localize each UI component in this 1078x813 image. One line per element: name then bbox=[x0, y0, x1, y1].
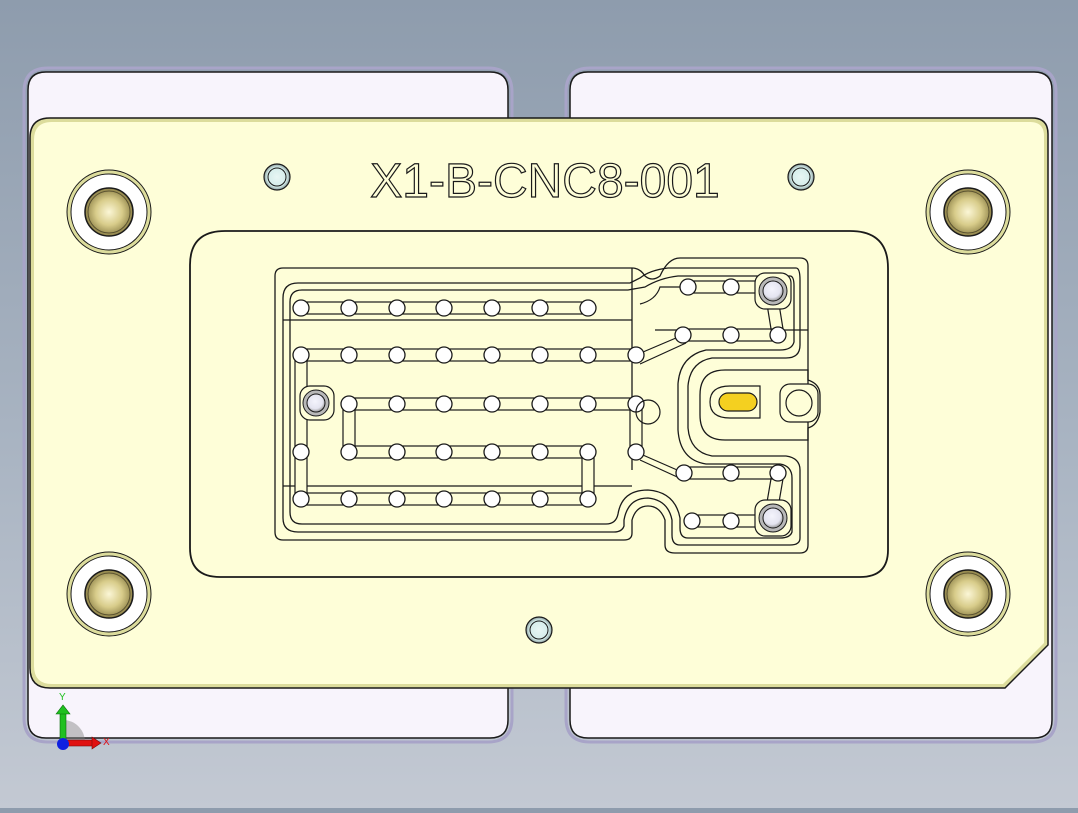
test-pin bbox=[722, 464, 740, 482]
test-pin bbox=[388, 346, 406, 364]
test-pin bbox=[435, 299, 453, 317]
test-pin bbox=[531, 299, 549, 317]
part-number-label: X1-B-CNC8-001 bbox=[370, 155, 719, 208]
test-pin bbox=[627, 443, 645, 461]
test-pin bbox=[579, 490, 597, 508]
test-pin bbox=[483, 299, 501, 317]
test-pin bbox=[531, 490, 549, 508]
test-pin bbox=[483, 443, 501, 461]
bushing-icon bbox=[925, 169, 1011, 255]
axis-x-label: X bbox=[103, 737, 110, 748]
test-pin bbox=[388, 490, 406, 508]
test-pin bbox=[531, 395, 549, 413]
test-pin bbox=[435, 395, 453, 413]
bushing-icon bbox=[66, 551, 152, 637]
bushing-icon bbox=[66, 169, 152, 255]
test-pin bbox=[531, 443, 549, 461]
dowel-pin-icon bbox=[525, 616, 553, 644]
test-pin bbox=[340, 395, 358, 413]
test-pin bbox=[674, 326, 692, 344]
test-pin bbox=[340, 490, 358, 508]
test-pin bbox=[340, 346, 358, 364]
test-pin bbox=[531, 346, 549, 364]
test-pin bbox=[340, 299, 358, 317]
bushing-icon bbox=[925, 551, 1011, 637]
test-pin bbox=[769, 464, 787, 482]
cavity-outline bbox=[274, 257, 821, 554]
test-pin bbox=[388, 443, 406, 461]
probe-socket-icon bbox=[299, 385, 335, 421]
pocket-outline bbox=[189, 230, 889, 578]
test-pin bbox=[483, 346, 501, 364]
test-pin bbox=[292, 443, 310, 461]
probe-socket-icon bbox=[754, 499, 792, 537]
test-pin bbox=[292, 490, 310, 508]
test-pin bbox=[435, 443, 453, 461]
test-pin bbox=[435, 490, 453, 508]
test-pin bbox=[483, 395, 501, 413]
test-pins bbox=[292, 278, 787, 530]
test-pin bbox=[388, 395, 406, 413]
probe-socket-icon bbox=[754, 272, 792, 310]
locating-hole-icon bbox=[779, 383, 819, 423]
axis-triad[interactable]: Y X bbox=[55, 692, 110, 750]
dowel-pin-icon bbox=[263, 163, 291, 191]
dowel-pin-icon bbox=[787, 163, 815, 191]
test-pin bbox=[579, 395, 597, 413]
test-pin bbox=[683, 512, 701, 530]
test-pin bbox=[675, 464, 693, 482]
test-pin bbox=[627, 346, 645, 364]
test-pin bbox=[340, 443, 358, 461]
test-pin bbox=[679, 278, 697, 296]
gold-contact-pad bbox=[709, 385, 761, 419]
test-pin bbox=[483, 490, 501, 508]
test-pin bbox=[388, 299, 406, 317]
test-pin bbox=[722, 512, 740, 530]
test-pin bbox=[579, 299, 597, 317]
test-pin bbox=[579, 443, 597, 461]
test-pin bbox=[435, 346, 453, 364]
test-pin bbox=[292, 299, 310, 317]
test-pin bbox=[722, 278, 740, 296]
test-pin bbox=[722, 326, 740, 344]
test-pin bbox=[769, 326, 787, 344]
axis-y-label: Y bbox=[59, 692, 66, 703]
test-pin bbox=[292, 346, 310, 364]
test-pin bbox=[579, 346, 597, 364]
